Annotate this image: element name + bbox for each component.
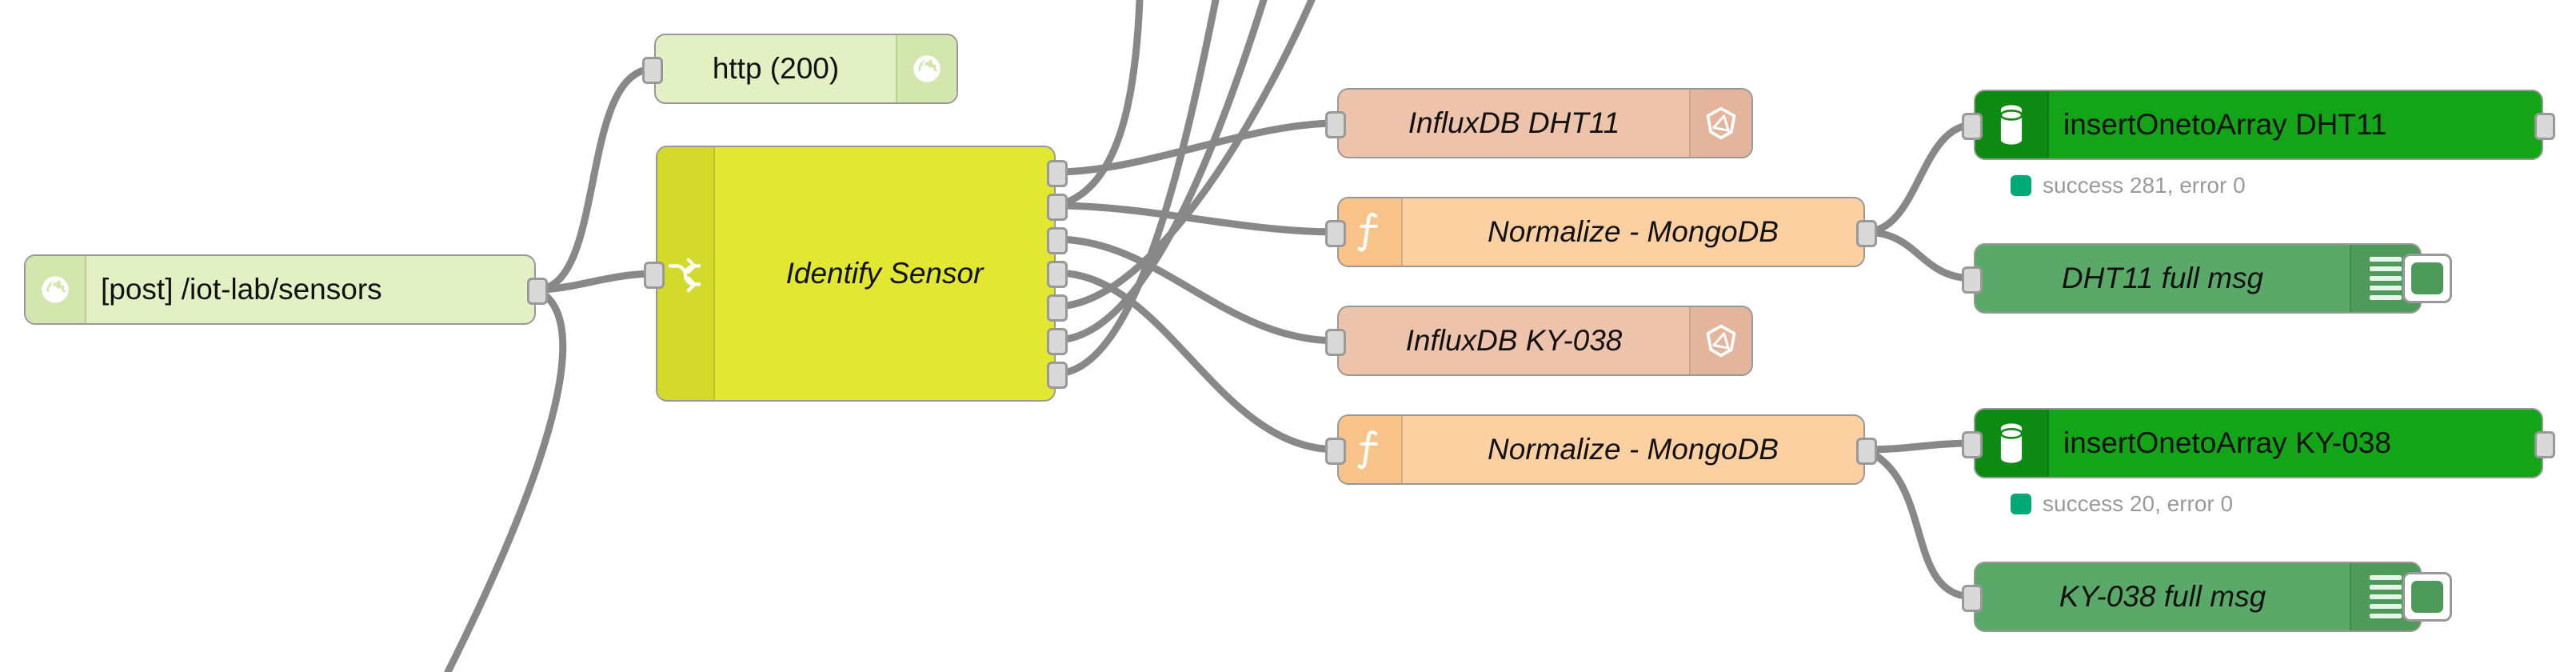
node-debug-ky038[interactable]: KY-038 full msg (1962, 562, 2452, 632)
influxdb-icon (1689, 307, 1751, 374)
input-port[interactable] (1325, 111, 1346, 138)
status-text: success 281, error 0 (2043, 173, 2246, 198)
debug-toggle-button[interactable] (2402, 572, 2452, 622)
node-influxdb-ky038-label: InfluxDB KY-038 (1405, 324, 1623, 357)
node-insert-ky038[interactable]: insertOnetoArray KY-038 (1962, 408, 2555, 478)
wire-switch7-to-offscreen-top (1052, 0, 1220, 378)
wire-normalize-dht11-to-insert (1861, 121, 1978, 236)
influxdb-icon (1689, 90, 1751, 157)
status-text: success 20, error 0 (2043, 491, 2234, 516)
globe-icon (896, 35, 957, 102)
function-icon (1339, 416, 1403, 483)
output-port-3[interactable] (1047, 227, 1068, 254)
node-debug-dht11[interactable]: DHT11 full msg (1962, 243, 2452, 314)
output-port-1[interactable] (1047, 160, 1068, 187)
wire-switch6-to-offscreen-top (1052, 0, 1268, 344)
wire-httpin-to-httpresponse (532, 65, 658, 294)
node-http-response-label: http (200) (712, 52, 840, 85)
database-icon (1975, 410, 2049, 477)
node-insert-ky038-label: insertOnetoArray KY-038 (2063, 426, 2391, 459)
node-debug-dht11-label: DHT11 full msg (2061, 262, 2264, 294)
wire-switch3-to-influx-ky038 (1052, 235, 1341, 345)
output-port[interactable] (1856, 220, 1877, 247)
output-port-5[interactable] (1047, 294, 1068, 322)
node-influxdb-ky038[interactable]: InfluxDB KY-038 (1325, 306, 1753, 376)
node-http-in[interactable]: [post] /iot-lab/sensors (24, 254, 548, 325)
wire-httpin-to-identify (532, 270, 660, 294)
output-port[interactable] (1856, 438, 1877, 465)
wire-normalize-dht11-to-debug (1861, 228, 1978, 282)
output-port[interactable] (2534, 113, 2555, 140)
input-port[interactable] (644, 262, 665, 289)
node-influxdb-dht11-label: InfluxDB DHT11 (1408, 106, 1620, 139)
wire-normalize-ky038-to-insert (1861, 439, 1978, 454)
globe-icon (26, 256, 86, 323)
output-port[interactable] (2534, 431, 2555, 458)
wire-switch-to-offscreen-top-left (1052, 0, 1144, 210)
wire-switch1-to-influx-dht11 (1052, 119, 1341, 176)
input-port[interactable] (1325, 220, 1346, 247)
node-identify-sensor[interactable]: Identify Sensor (644, 146, 1068, 402)
output-port-7[interactable] (1047, 362, 1068, 389)
wire-switch4-to-normalize-ky038 (1052, 269, 1341, 454)
input-port[interactable] (1962, 113, 1983, 140)
node-influxdb-dht11[interactable]: InfluxDB DHT11 (1325, 88, 1753, 158)
wire-httpin-to-offscreen (444, 286, 567, 672)
node-http-response[interactable]: http (200) (642, 34, 958, 104)
wire-switch2-to-normalize-dht11 (1052, 202, 1341, 236)
output-port-2[interactable] (1047, 194, 1068, 221)
switch-icon (657, 147, 715, 400)
status-insert-ky038: success 20, error 0 (2011, 491, 2233, 517)
input-port[interactable] (642, 57, 663, 84)
status-dot (2011, 494, 2031, 514)
node-identify-sensor-label: Identify Sensor (785, 257, 984, 290)
input-port[interactable] (1325, 329, 1346, 356)
node-normalize-mongodb-ky038-label: Normalize - MongoDB (1488, 433, 1779, 466)
node-insert-dht11-label: insertOnetoArray DHT11 (2063, 108, 2387, 141)
output-port-4[interactable] (1047, 261, 1068, 288)
output-port-6[interactable] (1047, 328, 1068, 355)
debug-toggle-button[interactable] (2402, 254, 2452, 303)
input-port[interactable] (1325, 438, 1346, 465)
node-normalize-mongodb-dht11[interactable]: Normalize - MongoDB (1325, 197, 1877, 267)
node-insert-dht11[interactable]: insertOnetoArray DHT11 (1962, 90, 2555, 160)
wire-normalize-ky038-to-debug (1861, 446, 1978, 601)
wire-switch5-to-offscreen-top (1052, 0, 1316, 310)
output-port[interactable] (527, 278, 548, 305)
function-icon (1339, 198, 1403, 266)
node-normalize-mongodb-ky038[interactable]: Normalize - MongoDB (1325, 414, 1877, 485)
input-port[interactable] (1962, 431, 1983, 458)
status-insert-dht11: success 281, error 0 (2011, 173, 2246, 198)
database-icon (1975, 91, 2049, 158)
node-normalize-mongodb-dht11-label: Normalize - MongoDB (1488, 215, 1779, 248)
node-http-in-label: [post] /iot-lab/sensors (101, 273, 382, 306)
node-debug-ky038-label: KY-038 full msg (2059, 580, 2266, 613)
input-port[interactable] (1962, 585, 1983, 612)
input-port[interactable] (1962, 266, 1983, 294)
status-dot (2011, 175, 2031, 196)
